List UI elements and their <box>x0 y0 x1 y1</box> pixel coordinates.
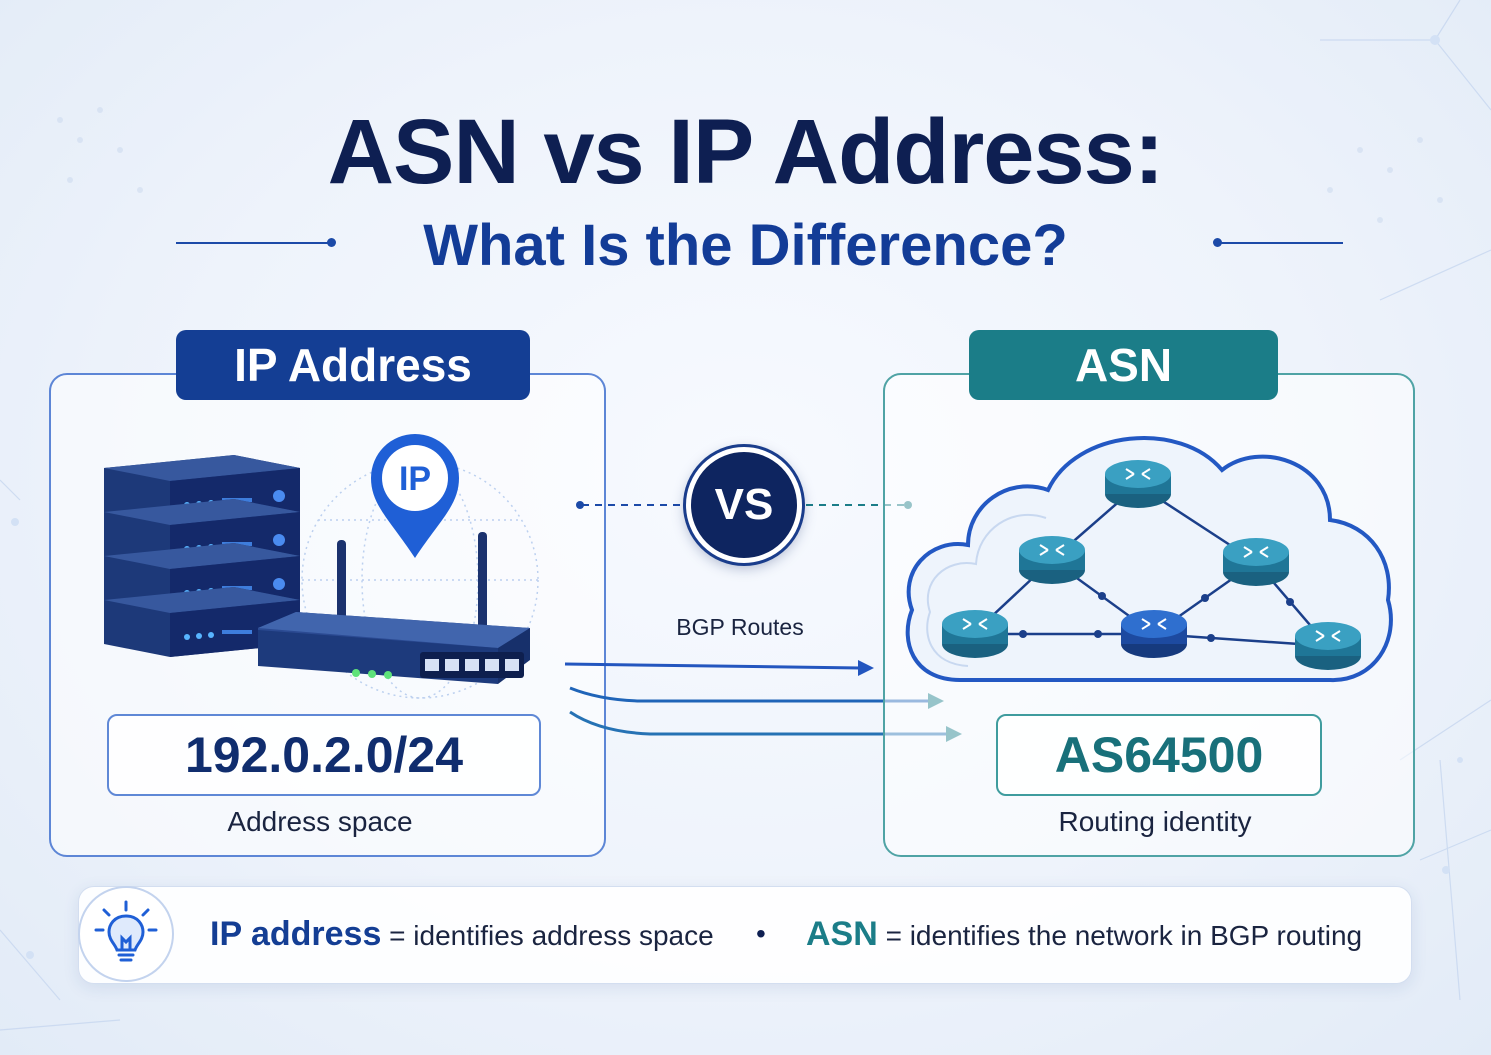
router-node-top <box>1105 460 1171 508</box>
bgp-routes-label: BGP Routes <box>676 614 804 640</box>
router-node-bottom-right <box>1295 622 1361 670</box>
wifi-router-icon <box>258 532 530 684</box>
summary-asn-term: ASN <box>806 915 878 953</box>
lightbulb-icon <box>94 900 158 962</box>
summary-asn-definition: ASN = identifies the network in BGP rout… <box>806 912 1362 958</box>
bulb-badge <box>78 886 174 982</box>
asn-caption: Routing identity <box>1058 806 1252 837</box>
asn-tab: ASN <box>969 330 1278 400</box>
summary-separator: • <box>756 918 766 949</box>
cloud-network-icon <box>905 435 1393 683</box>
summary-asn-text: = identifies the network in BGP routing <box>885 920 1363 951</box>
summary-ip-definition: IP address = identifies address space <box>210 912 714 958</box>
summary-ip-text: = identifies address space <box>389 920 714 951</box>
asn-value-box: AS64500 <box>996 714 1322 796</box>
router-node-right <box>1223 538 1289 586</box>
vs-badge: VS <box>686 447 802 563</box>
ip-address-tab: IP Address <box>176 330 530 400</box>
page-subtitle: What Is the Difference? <box>423 213 1068 278</box>
router-node-center <box>1121 610 1187 658</box>
router-node-left <box>1019 536 1085 584</box>
subtitle-dot-left <box>327 238 336 247</box>
pin-label: IP <box>398 460 432 498</box>
ip-value-box: 192.0.2.0/24 <box>107 714 541 796</box>
summary-ip-term: IP address <box>210 915 382 953</box>
subtitle-line-right <box>1220 242 1343 244</box>
summary-bar <box>78 886 1412 984</box>
location-pin-icon <box>371 434 459 558</box>
page-title: ASN vs IP Address: <box>327 101 1165 203</box>
subtitle-line-left <box>176 242 328 244</box>
router-node-bottom-left <box>942 610 1008 658</box>
server-rack-icon <box>104 455 300 657</box>
ip-caption: Address space <box>227 806 413 837</box>
subtitle-dot-right <box>1213 238 1222 247</box>
bgp-route-arrows <box>564 660 962 742</box>
